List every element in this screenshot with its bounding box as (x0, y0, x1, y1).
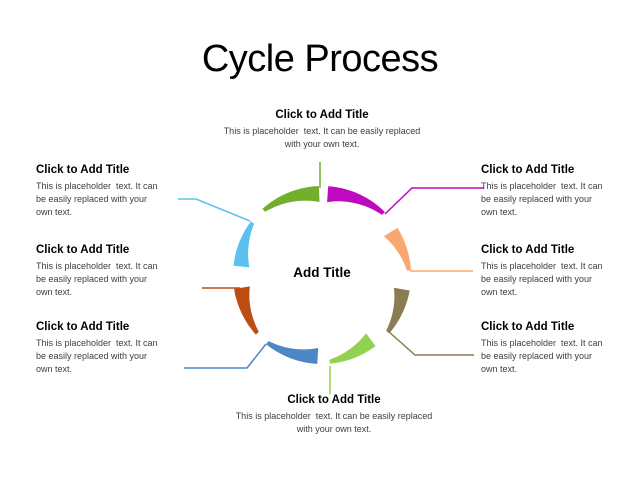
block-body-line: own text. (36, 207, 73, 217)
block-body-line: This is placeholder text. It can (481, 261, 603, 271)
block-body-line: with your own text. (284, 139, 360, 149)
cycle-segment-top-right-magenta[interactable] (327, 186, 385, 215)
block-body-bottom-left: This is placeholder text. It can be easil… (36, 337, 196, 376)
block-body-line: be easily replaced with your (481, 194, 593, 204)
block-body-line: This is placeholder text. It can (36, 338, 158, 348)
block-body-top-left: This is placeholder text. It can be easil… (36, 180, 196, 219)
cycle-segment-right-upper-peach[interactable] (383, 227, 411, 271)
block-title-top-center[interactable]: Click to Add Title (275, 109, 369, 121)
block-body-line: This is placeholder text. It can (36, 261, 158, 271)
block-body-line: be easily replaced with your (36, 194, 148, 204)
block-body-middle-left: This is placeholder text. It can be easil… (36, 260, 196, 299)
block-title-bottom-right[interactable]: Click to Add Title (481, 321, 575, 333)
cycle-segment-bottom-right-lightgreen[interactable] (329, 333, 376, 364)
block-body-line: be easily replaced with your (36, 274, 148, 284)
cycle-segment-left-upper-lightblue[interactable] (233, 221, 255, 268)
block-body-line: own text. (481, 287, 518, 297)
cycle-segment-left-lower-rust[interactable] (234, 286, 259, 335)
block-body-top-center: This is placeholder text. It can be easi… (162, 125, 482, 151)
block-body-top-right: This is placeholder text. It can be easil… (481, 180, 640, 219)
block-body-middle-right: This is placeholder text. It can be easil… (481, 260, 640, 299)
block-body-line: be easily replaced with your (481, 274, 593, 284)
block-body-bottom-center: This is placeholder text. It can be easi… (174, 410, 494, 436)
block-title-top-right[interactable]: Click to Add Title (481, 164, 575, 176)
block-body-line: This is placeholder text. It can be easi… (235, 411, 433, 421)
connector-line-bottom-left-blue (184, 343, 267, 369)
block-body-line: This is placeholder text. It can be easi… (223, 126, 421, 136)
block-body-line: own text. (36, 364, 73, 374)
block-body-line: own text. (36, 287, 73, 297)
connector-line-left-upper-lightblue (178, 198, 251, 222)
block-title-bottom-left[interactable]: Click to Add Title (36, 321, 130, 333)
block-body-line: be easily replaced with your (36, 351, 148, 361)
block-body-line: This is placeholder text. It can (36, 181, 158, 191)
block-title-bottom-center[interactable]: Click to Add Title (287, 394, 381, 406)
block-body-bottom-right: This is placeholder text. It can be easil… (481, 337, 640, 376)
block-body-line: own text. (481, 207, 518, 217)
block-title-middle-left[interactable]: Click to Add Title (36, 244, 130, 256)
connector-line-top-right-magenta (384, 187, 484, 215)
block-body-line: own text. (481, 364, 518, 374)
slide-title[interactable]: Cycle Process (201, 38, 439, 80)
block-title-top-left[interactable]: Click to Add Title (36, 164, 130, 176)
cycle-segment-right-lower-khaki[interactable] (386, 287, 410, 334)
block-body-line: This is placeholder text. It can (481, 181, 603, 191)
block-title-middle-right[interactable]: Click to Add Title (481, 244, 575, 256)
cycle-segment-top-left-green[interactable] (262, 186, 320, 212)
connector-line-right-lower-khaki (387, 330, 474, 356)
block-body-line: be easily replaced with your (481, 351, 593, 361)
block-body-line: with your own text. (296, 424, 372, 434)
cycle-segment-bottom-left-blue[interactable] (266, 341, 319, 364)
block-body-line: This is placeholder text. It can (481, 338, 603, 348)
center-title-placeholder[interactable]: Add Title (293, 265, 351, 280)
